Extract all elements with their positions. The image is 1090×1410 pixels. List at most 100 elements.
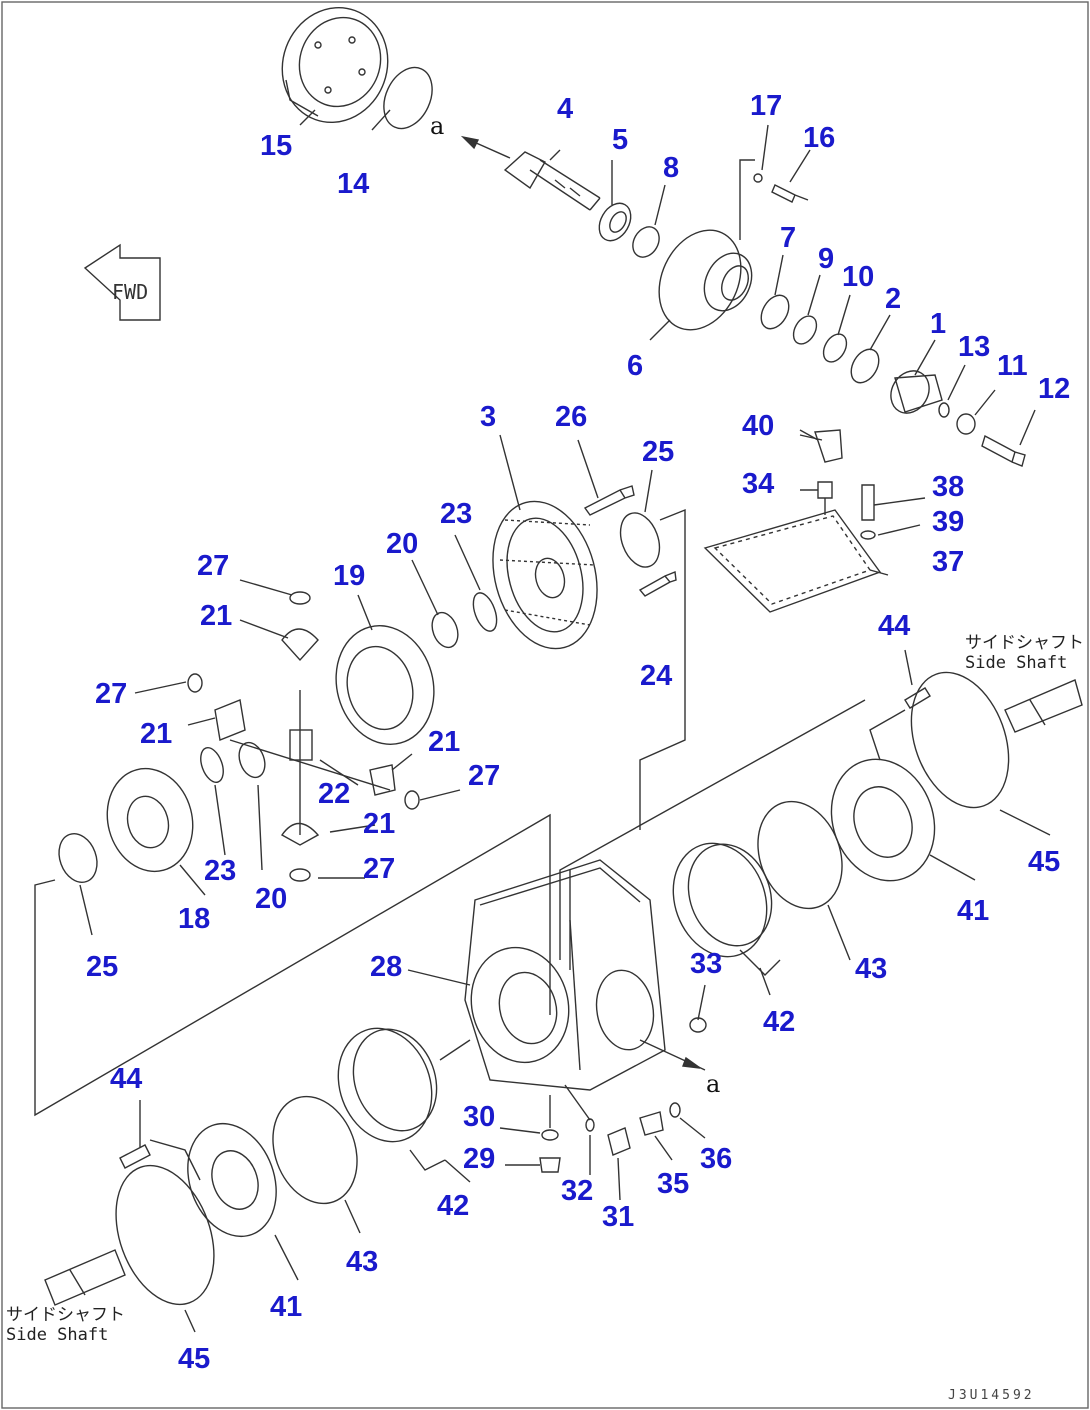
part-label-37[interactable]: 37 <box>932 546 965 578</box>
washer-part-23-lower <box>200 747 224 783</box>
part-label-27-b[interactable]: 27 <box>95 678 128 710</box>
part-label-24[interactable]: 24 <box>640 660 673 692</box>
plug-part-33-small <box>689 1017 707 1033</box>
part-label-28[interactable]: 28 <box>370 951 403 983</box>
part-label-11[interactable]: 11 <box>997 350 1028 382</box>
part-label-23-upper[interactable]: 23 <box>440 498 473 530</box>
part-label-9[interactable]: 9 <box>818 243 835 275</box>
part-label-30[interactable]: 30 <box>463 1101 496 1133</box>
part-label-4[interactable]: 4 <box>557 93 574 125</box>
piston-part-41-upper <box>830 758 936 882</box>
part-label-45-lower[interactable]: 45 <box>178 1343 211 1375</box>
pinion-part-21-bottom <box>280 822 320 846</box>
plug-part-31 <box>607 1127 631 1156</box>
part-label-6[interactable]: 6 <box>627 350 644 382</box>
part-label-23-lower[interactable]: 23 <box>204 855 237 887</box>
spider-part-22 <box>229 690 391 835</box>
plate-part-43-lower <box>272 1095 358 1205</box>
part-label-12[interactable]: 12 <box>1038 373 1071 405</box>
part-label-18[interactable]: 18 <box>178 903 211 935</box>
bearing-part-5 <box>598 202 632 242</box>
part-label-27-c[interactable]: 27 <box>468 760 501 792</box>
bolt-part-12 <box>981 434 1026 467</box>
part-label-42-upper[interactable]: 42 <box>763 1006 796 1038</box>
axle-housing-part-28 <box>464 859 666 1091</box>
plug-part-30 <box>541 1129 559 1141</box>
part-label-22[interactable]: 22 <box>318 778 351 810</box>
seal-part-10 <box>822 333 848 363</box>
part-label-34[interactable]: 34 <box>742 468 775 500</box>
part-label-13[interactable]: 13 <box>958 331 991 363</box>
part-label-21-d[interactable]: 21 <box>363 808 396 840</box>
pinion-part-4 <box>503 151 601 211</box>
gear-part-20-lower <box>238 741 266 779</box>
part-label-38[interactable]: 38 <box>932 471 965 503</box>
part-label-29[interactable]: 29 <box>463 1143 496 1175</box>
diff-case-part-18 <box>106 767 194 873</box>
part-label-40[interactable]: 40 <box>742 410 775 442</box>
part-label-25-upper[interactable]: 25 <box>642 436 675 468</box>
plate-part-43-upper <box>757 800 843 910</box>
part-label-16[interactable]: 16 <box>803 122 836 154</box>
part-label-8[interactable]: 8 <box>663 152 680 184</box>
part-label-39[interactable]: 39 <box>932 506 965 538</box>
side-shaft-note-upper-en: Side Shaft <box>965 652 1068 673</box>
part-label-27-d[interactable]: 27 <box>363 853 396 885</box>
forward-marker-label: FWD <box>112 280 149 304</box>
part-label-41-upper[interactable]: 41 <box>957 895 990 927</box>
part-label-21-c[interactable]: 21 <box>428 726 461 758</box>
part-label-26[interactable]: 26 <box>555 401 588 433</box>
part-label-20-lower[interactable]: 20 <box>255 883 288 915</box>
part-label-15[interactable]: 15 <box>260 130 293 162</box>
bolt-part-44-upper <box>904 687 931 709</box>
side-shaft-note-upper: サイドシャフト Side Shaft <box>965 633 1084 673</box>
spacer-part-8 <box>632 226 660 258</box>
part-label-42-lower[interactable]: 42 <box>437 1190 470 1222</box>
coupling-part-1 <box>890 370 943 414</box>
o-ring-part-14 <box>383 66 433 130</box>
part-label-44-lower[interactable]: 44 <box>110 1063 143 1095</box>
part-label-27-a[interactable]: 27 <box>197 550 230 582</box>
part-label-33[interactable]: 33 <box>690 948 723 980</box>
part-label-20-upper[interactable]: 20 <box>386 528 419 560</box>
side-shaft-upper <box>1004 679 1083 733</box>
part-label-35[interactable]: 35 <box>657 1168 690 1200</box>
part-label-2[interactable]: 2 <box>885 283 902 315</box>
part-label-1[interactable]: 1 <box>930 308 947 340</box>
part-label-21-b[interactable]: 21 <box>140 718 173 750</box>
pinion-part-21-top <box>281 628 319 662</box>
cover-part-15 <box>281 6 389 124</box>
part-label-41-lower[interactable]: 41 <box>270 1291 303 1323</box>
reference-mark-top: a <box>430 112 445 140</box>
part-label-7[interactable]: 7 <box>780 222 797 254</box>
bearing-part-25-lower <box>58 833 98 883</box>
part-label-36[interactable]: 36 <box>700 1143 733 1175</box>
pinion-part-21-left <box>214 699 246 741</box>
part-label-19[interactable]: 19 <box>333 560 366 592</box>
o-ring-part-45-lower <box>115 1164 215 1306</box>
washer-part-11 <box>956 413 976 435</box>
part-label-43-lower[interactable]: 43 <box>346 1246 379 1278</box>
part-label-25-lower[interactable]: 25 <box>86 951 119 983</box>
part-label-3[interactable]: 3 <box>480 401 497 433</box>
plug-part-29 <box>539 1157 561 1173</box>
part-label-43-upper[interactable]: 43 <box>855 953 888 985</box>
disc-pack-part-42-lower <box>337 1027 438 1143</box>
cage-part-6 <box>658 159 755 331</box>
part-label-17[interactable]: 17 <box>750 90 783 122</box>
part-label-32[interactable]: 32 <box>561 1175 594 1207</box>
o-ring-part-32 <box>585 1118 595 1132</box>
o-ring-part-36 <box>669 1102 681 1118</box>
part-label-21-a[interactable]: 21 <box>200 600 233 632</box>
part-label-10[interactable]: 10 <box>842 261 875 293</box>
o-ring-part-13 <box>938 402 950 418</box>
part-label-31[interactable]: 31 <box>602 1201 635 1233</box>
part-label-5[interactable]: 5 <box>612 124 629 156</box>
side-shaft-note-lower-jp: サイドシャフト <box>6 1305 125 1325</box>
part-label-14[interactable]: 14 <box>337 168 370 200</box>
washer-part-27-a <box>289 591 311 605</box>
part-label-45-upper[interactable]: 45 <box>1028 846 1061 878</box>
part-label-44-upper[interactable]: 44 <box>878 610 911 642</box>
